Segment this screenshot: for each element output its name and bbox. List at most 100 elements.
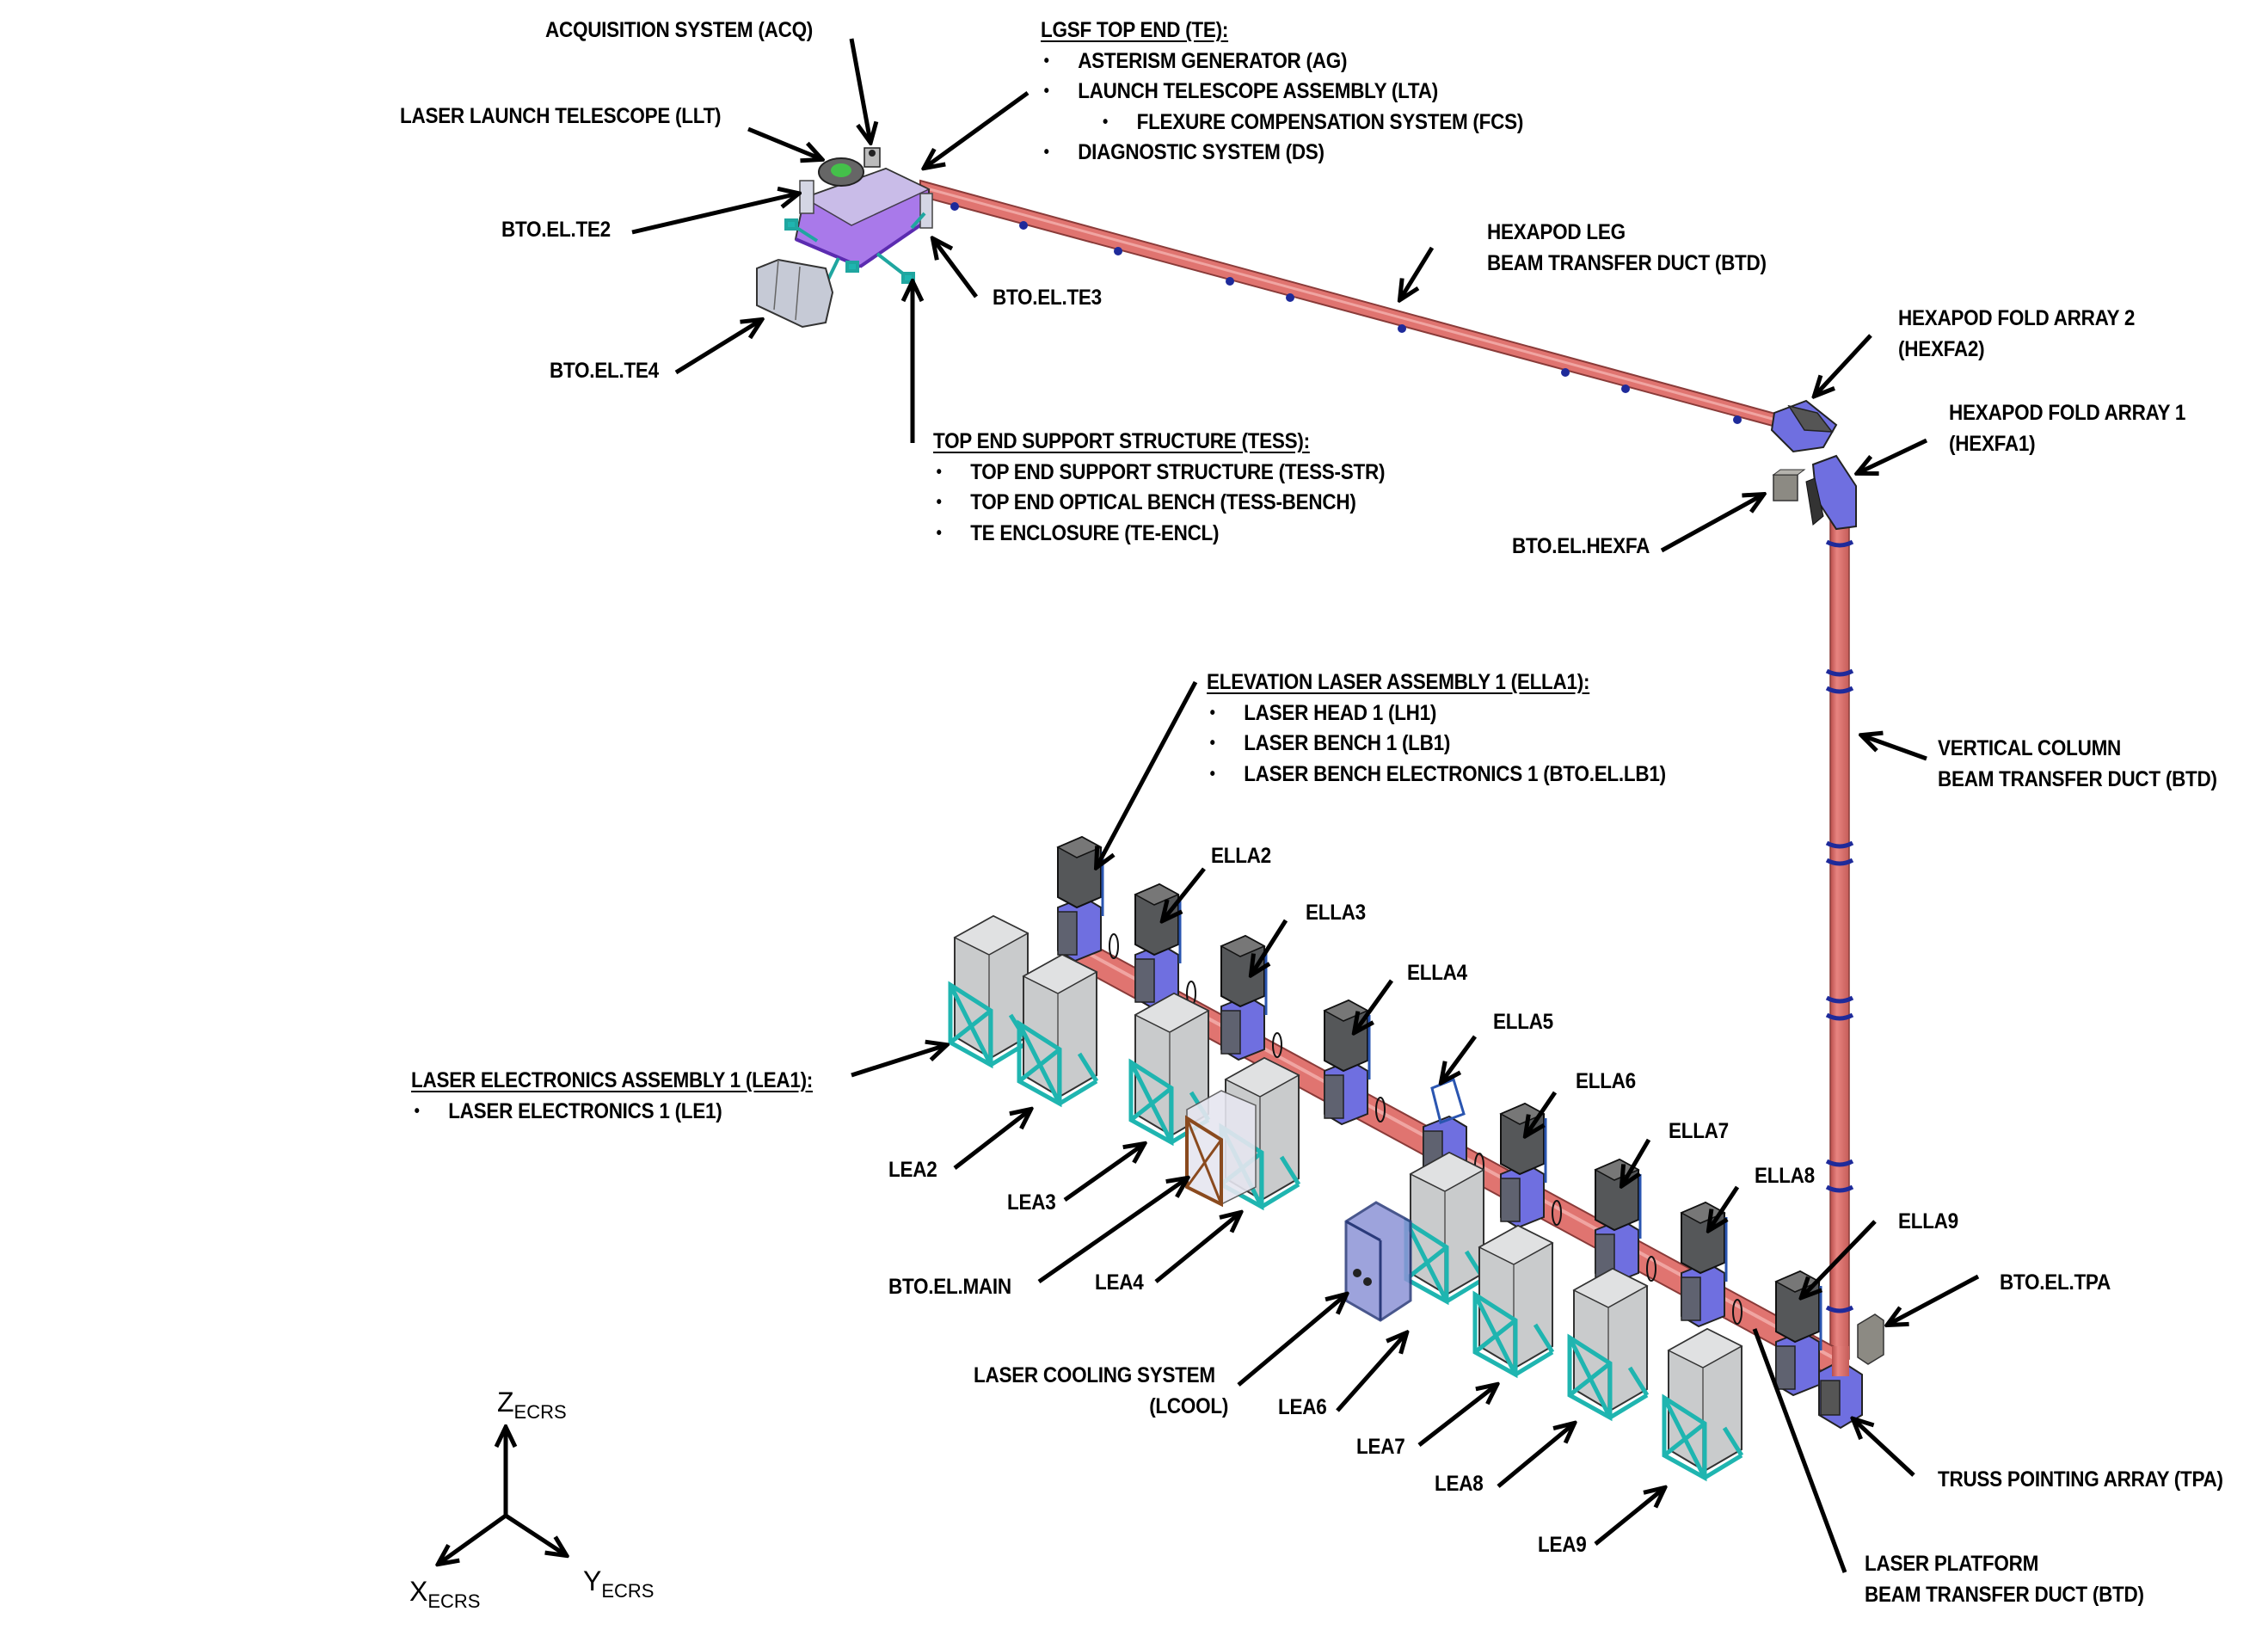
arrow-hexfa2	[1815, 334, 1872, 396]
label-lea3: LEA3	[1007, 1190, 1056, 1215]
lea1-block: LASER ELECTRONICS ASSEMBLY 1 (LEA1): LAS…	[411, 1066, 813, 1127]
lea-cabinet	[1662, 1327, 1744, 1482]
label-hexapod-leg-1: HEXAPOD LEG	[1487, 220, 1626, 244]
tpa-unit	[1818, 1346, 1863, 1430]
duct-supports	[950, 202, 1742, 424]
arrow-ella2	[1163, 867, 1206, 920]
arrow-lea3	[1063, 1144, 1144, 1203]
arrow-lea1	[851, 1045, 946, 1078]
top-end-item: ASTERISM GENERATOR (AG)	[1041, 46, 1523, 77]
support-frame	[1662, 1393, 1744, 1482]
axis-label-z: ZECRS	[497, 1387, 567, 1423]
ella1-item: LASER BENCH 1 (LB1)	[1207, 729, 1666, 760]
arrow-acq	[849, 38, 870, 142]
ella-unit	[1220, 934, 1282, 1061]
label-hexfa-el: BTO.EL.HEXFA	[1512, 534, 1650, 558]
arrow-lea8	[1497, 1424, 1574, 1488]
axis-label-y: YECRS	[583, 1565, 655, 1602]
label-lea2: LEA2	[888, 1158, 937, 1182]
arrow-lea6	[1336, 1333, 1406, 1412]
label-ella5: ELLA5	[1493, 1010, 1553, 1034]
label-te3: BTO.EL.TE3	[993, 286, 1102, 310]
ella-unit	[1134, 883, 1196, 1010]
arrow-ella7	[1622, 1138, 1651, 1185]
column-clamps	[1825, 539, 1854, 1313]
label-ella3: ELLA3	[1306, 901, 1366, 925]
arrow-ella3	[1251, 919, 1288, 975]
axis-triad	[439, 1428, 566, 1564]
label-bto-el-main: BTO.EL.MAIN	[888, 1275, 1011, 1299]
arrow-ella9	[1802, 1220, 1877, 1297]
label-ella2: ELLA2	[1211, 844, 1271, 868]
arrow-tpa-el	[1888, 1274, 1980, 1325]
te4-electronics-box	[756, 258, 834, 329]
bto-el-main-frame	[1185, 1090, 1257, 1208]
axis-label-x: XECRS	[409, 1576, 481, 1612]
label-tpa: TRUSS POINTING ARRAY (TPA)	[1938, 1467, 2223, 1492]
ella-unit	[1680, 1201, 1742, 1328]
arrow-ella1	[1097, 680, 1198, 867]
arrow-ella8	[1709, 1185, 1740, 1230]
label-lea9: LEA9	[1538, 1533, 1587, 1557]
tess-item: TOP END SUPPORT STRUCTURE (TESS-STR)	[933, 458, 1386, 489]
arrow-lcool	[1237, 1295, 1346, 1387]
support-frame	[1472, 1290, 1555, 1379]
tess-heading: TOP END SUPPORT STRUCTURE (TESS):	[933, 429, 1310, 453]
leader-arrows	[631, 38, 1980, 1573]
lea-cabinet	[1567, 1267, 1650, 1422]
hexfa-electronics-box	[1772, 469, 1806, 501]
arrow-vcol	[1862, 735, 1927, 761]
vertical-column-duct	[1825, 515, 1854, 1360]
arrow-lea7	[1417, 1385, 1497, 1447]
lea-cabinet	[1128, 992, 1211, 1147]
ella1-item: LASER HEAD 1 (LH1)	[1207, 698, 1666, 729]
support-frame	[948, 981, 1030, 1069]
support-frame	[1567, 1333, 1650, 1422]
label-lea7: LEA7	[1356, 1435, 1405, 1459]
arrow-lea4	[1154, 1213, 1240, 1283]
tess-item: TE ENCLOSURE (TE-ENCL)	[933, 519, 1385, 550]
label-laser-platform-1: LASER PLATFORM	[1865, 1552, 2039, 1576]
label-ella7: ELLA7	[1669, 1119, 1729, 1143]
label-tpa-el: BTO.EL.TPA	[2000, 1270, 2111, 1295]
arrow-ella5	[1441, 1035, 1478, 1082]
label-lea6: LEA6	[1278, 1395, 1327, 1419]
label-llt: LASER LAUNCH TELESCOPE (LLT)	[400, 104, 722, 128]
x-axis-arrow	[439, 1513, 507, 1564]
ella-unit	[1056, 835, 1119, 963]
label-te4: BTO.EL.TE4	[550, 359, 659, 383]
ella1-block: ELEVATION LASER ASSEMBLY 1 (ELLA1): LASE…	[1207, 667, 1666, 790]
label-lcool-2: (LCOOL)	[1149, 1394, 1228, 1418]
arrow-tpa	[1853, 1419, 1915, 1477]
lcool-unit	[1344, 1201, 1412, 1322]
arrow-hexfa1	[1858, 438, 1928, 473]
label-hexfa2-2: (HEXFA2)	[1898, 337, 1985, 361]
top-end-heading: LGSF TOP END (TE):	[1041, 18, 1229, 42]
arrow-main	[1037, 1178, 1187, 1284]
ella-unit	[1499, 1102, 1562, 1229]
label-ella8: ELLA8	[1755, 1164, 1815, 1188]
label-ella4: ELLA4	[1407, 961, 1467, 985]
label-vcol-1: VERTICAL COLUMN	[1938, 736, 2122, 760]
arrow-te3	[933, 239, 979, 298]
label-hexapod-leg-2: BEAM TRANSFER DUCT (BTD)	[1487, 251, 1767, 275]
arrow-lea9	[1594, 1488, 1664, 1546]
arrow-te2	[631, 194, 798, 235]
arrow-hex-leg	[1400, 246, 1435, 299]
label-lea8: LEA8	[1435, 1472, 1484, 1496]
lea-cabinet	[948, 914, 1030, 1069]
hexapod-leg-duct	[919, 179, 1784, 430]
lea-cabinet	[1472, 1224, 1555, 1379]
arrow-ella4	[1355, 979, 1394, 1032]
hexfa2	[1770, 399, 1838, 453]
arrow-te4	[674, 320, 761, 375]
arrow-llt	[747, 126, 821, 159]
lea-cabinet	[1017, 953, 1099, 1108]
y-axis-arrow	[504, 1513, 566, 1555]
label-hexfa1-1: HEXAPOD FOLD ARRAY 1	[1949, 401, 2186, 425]
label-lcool-1: LASER COOLING SYSTEM	[974, 1363, 1215, 1387]
top-end-block: LGSF TOP END (TE): ASTERISM GENERATOR (A…	[1041, 15, 1523, 169]
label-ella9: ELLA9	[1898, 1209, 1958, 1233]
label-hexfa2-1: HEXAPOD FOLD ARRAY 2	[1898, 306, 2136, 330]
